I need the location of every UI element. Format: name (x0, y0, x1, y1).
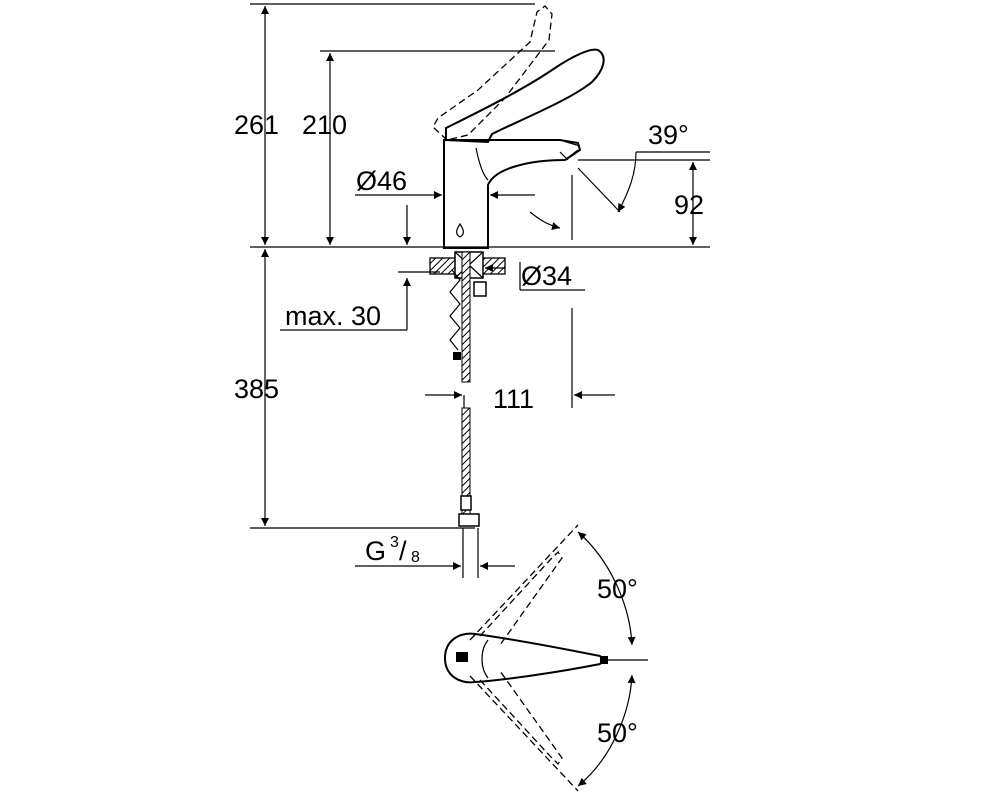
raised-lever-outline (432, 5, 553, 141)
shank-diameter-label: Ø34 (521, 261, 572, 291)
connection-numerator: 3 (390, 534, 399, 551)
faucet-top-view (443, 524, 648, 792)
lever-handle (445, 48, 605, 144)
total-height-label: 261 (234, 110, 279, 140)
temperature-indicator-icon (456, 222, 464, 238)
connection-separator: / (399, 536, 407, 566)
faucet-body (443, 139, 582, 249)
spout-angle-label: 39° (648, 120, 689, 150)
dimension-labels: 261 210 Ø46 39° 92 Ø34 max. 30 385 111 G… (234, 110, 704, 748)
body-diameter-label: Ø46 (356, 166, 407, 196)
spout-height-label: 210 (302, 110, 347, 140)
faucet-side-view (432, 5, 605, 249)
mounting-assembly (429, 251, 506, 578)
outlet-height-label: 92 (674, 190, 704, 220)
connection-g-label: G (365, 536, 386, 566)
dimension-lines (261, 6, 710, 570)
popup-chain (449, 269, 461, 351)
max-thickness-label: max. 30 (285, 301, 381, 331)
supply-hose-1 (461, 251, 471, 383)
connection-denominator: 8 (411, 549, 420, 566)
lever-angle-bottom-label: 50° (597, 718, 638, 748)
projection-label: 111 (493, 384, 534, 414)
hose-length-label: 385 (234, 374, 279, 404)
lever-angle-top-label: 50° (597, 574, 638, 604)
